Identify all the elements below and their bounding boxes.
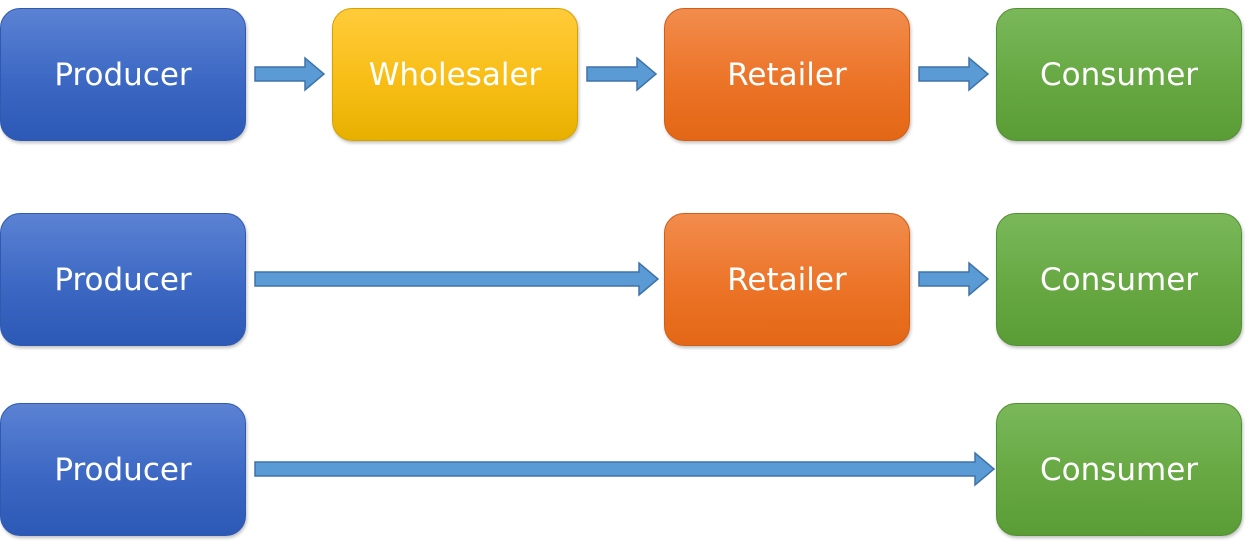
arrow-connector xyxy=(586,56,658,92)
channel-row-1: Producer Wholesaler Retailer Consumer xyxy=(0,8,1252,144)
node-label: Consumer xyxy=(1039,56,1199,93)
producer-node: Producer xyxy=(0,403,246,536)
retailer-node: Retailer xyxy=(664,213,910,346)
arrow-connector xyxy=(254,56,326,92)
arrow-connector xyxy=(254,451,996,487)
producer-node: Producer xyxy=(0,8,246,141)
consumer-node: Consumer xyxy=(996,403,1242,536)
node-label: Wholesaler xyxy=(368,56,542,93)
node-label: Retailer xyxy=(727,56,847,93)
node-label: Producer xyxy=(54,261,192,298)
arrow-connector xyxy=(918,261,990,297)
producer-node: Producer xyxy=(0,213,246,346)
channel-row-3: Producer Consumer xyxy=(0,403,1252,539)
consumer-node: Consumer xyxy=(996,213,1242,346)
node-label: Producer xyxy=(54,451,192,488)
node-label: Retailer xyxy=(727,261,847,298)
node-label: Producer xyxy=(54,56,192,93)
consumer-node: Consumer xyxy=(996,8,1242,141)
node-label: Consumer xyxy=(1039,261,1199,298)
channel-row-2: Producer Retailer Consumer xyxy=(0,213,1252,349)
retailer-node: Retailer xyxy=(664,8,910,141)
wholesaler-node: Wholesaler xyxy=(332,8,578,141)
arrow-connector xyxy=(918,56,990,92)
arrow-connector xyxy=(254,261,660,297)
node-label: Consumer xyxy=(1039,451,1199,488)
